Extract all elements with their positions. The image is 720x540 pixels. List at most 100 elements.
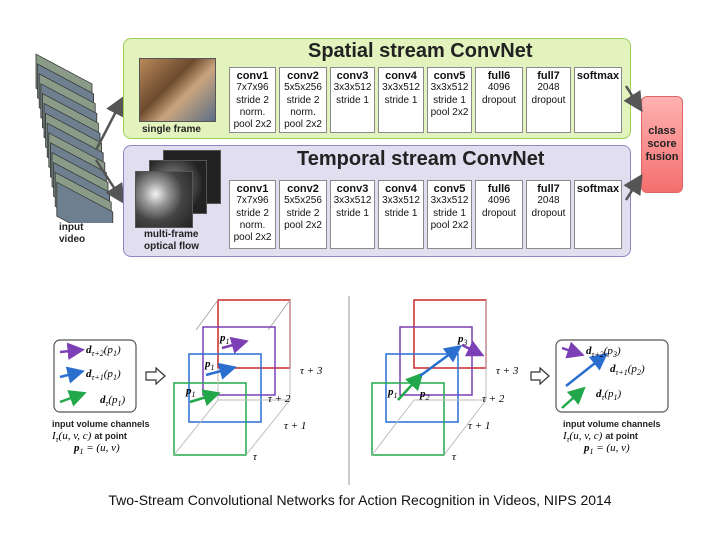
left-channels-label: input volume channels	[52, 419, 150, 429]
spatial-layer-param: pool 2x2	[233, 119, 272, 131]
spatial-layer-name: conv1	[236, 70, 269, 82]
right-cube-p1: p1	[388, 386, 398, 401]
temporal-layer-param: stride 1	[336, 207, 369, 219]
right-cube-p2: p2	[420, 388, 430, 403]
left-tau3-label: τ + 3	[300, 365, 323, 377]
spatial-layer-name: softmax	[576, 70, 620, 82]
temporal-layer-param: stride 1	[384, 207, 418, 219]
left-cube-p1-mid: p1	[205, 358, 215, 373]
spatial-layer-param: norm.	[239, 106, 266, 118]
right-tau-label: τ	[452, 451, 456, 463]
right-vector-box	[555, 339, 669, 413]
left-channels-expr: Iτ(u, v, c) at point	[52, 430, 127, 445]
optical-flow-frame-1	[135, 171, 193, 228]
spatial-layer-name: conv2	[287, 70, 319, 82]
right-cube-p3: p3	[458, 333, 468, 348]
right-tau1-label: τ + 1	[468, 420, 491, 432]
spatial-layer-param: norm.	[290, 106, 316, 118]
spatial-layer-param: 3x3x512	[430, 82, 469, 94]
video-frame	[56, 181, 114, 223]
temporal-layer-param: 2048	[537, 195, 560, 207]
left-d-tau-label: dτ(p1)	[100, 394, 126, 409]
spatial-layer-param: pool 2x2	[430, 106, 469, 118]
spatial-layer-param: stride 2	[236, 94, 269, 106]
spatial-layer-name: conv3	[336, 70, 369, 82]
left-vector-box	[53, 339, 137, 413]
left-tau2-label: τ + 2	[268, 393, 291, 405]
spatial-layer-param: stride 2	[286, 94, 320, 106]
spatial-layer-param: stride 1	[336, 94, 369, 106]
spatial-stream-title: Spatial stream ConvNet	[308, 40, 533, 62]
temporal-layer-name: conv4	[385, 183, 417, 195]
stack-to-stream-arrows	[94, 95, 125, 205]
temporal-layer-name: conv3	[336, 183, 369, 195]
spatial-layer-param: stride 1	[384, 94, 418, 106]
spatial-layer-name: conv5	[433, 70, 466, 82]
temporal-layer-param: 3x3x512	[430, 195, 469, 207]
temporal-layer-param: 4096	[487, 195, 511, 207]
right-d-tau2-label: dτ+2(p3)	[586, 345, 621, 360]
left-cube-p1-top: p1	[220, 332, 230, 347]
temporal-layer-param: pool 2x2	[284, 219, 322, 231]
temporal-layer-param: stride 1	[433, 207, 466, 219]
left-cube-p1-low: p1	[186, 385, 196, 400]
temporal-layer-param: 3x3x512	[333, 195, 372, 207]
temporal-layer-softmax: softmax	[574, 180, 622, 249]
right-tau3-label: τ + 3	[496, 365, 519, 377]
right-d-tau-label: dτ(p1)	[596, 388, 622, 403]
left-tau-label: τ	[253, 451, 257, 463]
spatial-layer-name: full6	[487, 70, 511, 82]
left-tau1-label: τ + 1	[284, 420, 307, 432]
spatial-layer-param: 7x7x96	[236, 82, 269, 94]
left-point-expr: p1 = (u, v)	[74, 442, 120, 457]
temporal-stream-title: Temporal stream ConvNet	[297, 148, 545, 170]
temporal-layer-param: norm.	[239, 219, 266, 231]
spatial-layer-name: full7	[537, 70, 560, 82]
temporal-layer-name: conv2	[287, 183, 319, 195]
softmax-to-fusion-arrows	[623, 85, 643, 201]
optical-flow-diagram	[53, 296, 669, 485]
temporal-layer-name: softmax	[576, 183, 620, 195]
left-hollow-arrow	[145, 366, 166, 386]
spatial-layer-param: 3x3x512	[333, 82, 372, 94]
temporal-layer-name: full7	[537, 183, 560, 195]
temporal-layer-name: full6	[487, 183, 511, 195]
figure-caption: Two-Stream Convolutional Networks for Ac…	[108, 492, 612, 508]
spatial-layer-param: dropout	[482, 94, 516, 106]
spatial-layer-name: conv4	[385, 70, 417, 82]
left-d-tau1-label: dτ+1(p1)	[86, 368, 121, 383]
right-channels-label: input volume channels	[563, 419, 661, 429]
input-video-stack	[35, 53, 114, 223]
temporal-layer-param: 5x5x256	[284, 195, 322, 207]
temporal-layer-name: conv5	[433, 183, 466, 195]
temporal-layer-param: pool 2x2	[430, 219, 469, 231]
left-cube-stack	[173, 299, 291, 456]
temporal-layer-param: dropout	[531, 207, 566, 219]
spatial-layer-softmax: softmax	[574, 67, 622, 133]
single-frame-image	[139, 58, 216, 122]
spatial-layer-param: pool 2x2	[284, 119, 322, 131]
temporal-layer-param: stride 2	[236, 207, 269, 219]
left-d-tau2-label: dτ+2(p1)	[86, 344, 121, 359]
right-channels-expr: Iτ(u, v, c) at point	[563, 430, 638, 445]
right-point-expr: p1 = (u, v)	[584, 442, 630, 457]
spatial-layer-param: 5x5x256	[284, 82, 322, 94]
right-tau2-label: τ + 2	[482, 393, 505, 405]
